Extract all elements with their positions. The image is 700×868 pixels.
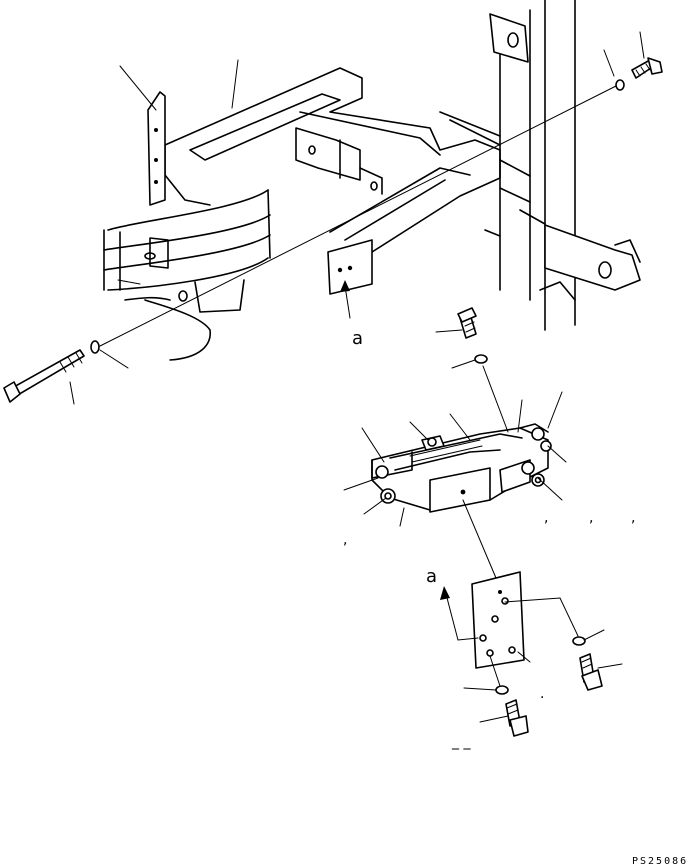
mounting-plate <box>471 571 525 669</box>
lever-switch-assembly <box>371 423 549 513</box>
upper-long-bolt-washer <box>90 340 100 354</box>
lower-leaders <box>463 629 623 723</box>
view-arrow-lower: a <box>426 566 479 641</box>
separator-marks: , , , , <box>343 510 635 548</box>
view-arrow-upper: a <box>340 280 363 349</box>
plate-axis-line <box>462 499 497 579</box>
middle-bolt-axis <box>482 365 509 433</box>
plate-left-axis <box>489 655 501 687</box>
plate-right-axis <box>504 597 579 637</box>
svg-text:,: , <box>631 510 635 526</box>
vertical-post <box>439 0 641 331</box>
upper-long-bolt <box>3 349 85 403</box>
lower-right-washer <box>572 636 586 646</box>
middle-washer <box>474 354 488 364</box>
steering-column <box>103 189 271 361</box>
upper-right-washer <box>615 79 625 91</box>
lower-left-washer <box>495 685 509 695</box>
svg-text:,: , <box>343 532 347 548</box>
dot-mark: . <box>540 686 544 702</box>
lower-left-bolt <box>505 699 529 737</box>
view-label-upper: a <box>352 328 363 349</box>
bracket-frame <box>164 67 501 295</box>
upright-bracket <box>147 91 166 206</box>
lower-right-bolt <box>579 653 603 691</box>
assembly-axis-line <box>99 85 617 347</box>
middle-leaders <box>343 329 567 527</box>
svg-text:,: , <box>544 510 548 526</box>
upper-leaders <box>69 31 645 405</box>
svg-text:,: , <box>589 510 593 526</box>
figure-code: PS25086 <box>632 856 688 867</box>
middle-bolt <box>457 307 477 339</box>
dash-mark: _ _ <box>451 734 471 750</box>
view-label-lower: a <box>426 566 437 587</box>
upper-right-bolt <box>631 57 663 79</box>
